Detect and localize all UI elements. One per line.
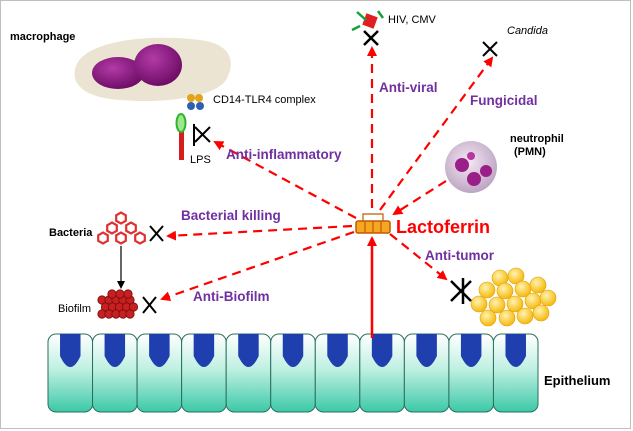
biofilm-block-icon [142, 296, 157, 314]
epithelium-cell [403, 333, 450, 413]
arrow-anti-biofilm [160, 230, 355, 302]
arrow-anti-inflammatory [213, 141, 357, 219]
lactoferrin-icon [355, 213, 391, 234]
arrow-fungicidal [379, 56, 494, 211]
nucleus [460, 334, 482, 367]
arrow-neutrophil [392, 180, 447, 216]
neutrophil-pmn-label: (PMN) [514, 146, 546, 158]
virus-icon [351, 10, 385, 32]
hiv-cmv-label: HIV, CMV [388, 14, 436, 26]
epithelium-cell [92, 333, 138, 413]
arrow-anti-tumor [389, 233, 448, 281]
anti-viral-label: Anti-viral [379, 80, 438, 95]
nucleus [416, 334, 437, 367]
lps-icon [175, 113, 187, 160]
epithelium-cell [359, 333, 405, 413]
bacterium [106, 221, 118, 235]
nucleus [371, 334, 393, 367]
biofilm-icon [97, 289, 139, 319]
tumor-cell [488, 296, 506, 314]
tumor-cell [507, 267, 525, 285]
virus-block-icon [363, 30, 379, 46]
epithelium-cell [492, 333, 539, 413]
cd14-tlr4-label: CD14-TLR4 complex [213, 94, 316, 106]
tumor-cell [498, 309, 516, 327]
tumor-cell [539, 289, 557, 307]
tumor-cell [470, 295, 488, 313]
tumor-cell [506, 295, 524, 313]
macrophage-icon [74, 37, 231, 102]
tumor-cell [496, 282, 514, 300]
nucleus [149, 334, 170, 367]
epithelium-cell [314, 333, 361, 413]
anti-biofilm-label: Anti-Biofilm [193, 289, 270, 304]
tumor-cell [478, 281, 496, 299]
biofilm-bacterium [123, 289, 133, 299]
bacteria-label: Bacteria [49, 227, 93, 239]
cd14-tlr4-complex-icon [187, 94, 204, 110]
epithelium-cell [448, 333, 494, 413]
bacterium [97, 231, 109, 245]
neutrophil-icon [445, 141, 497, 193]
bacterial-killing-label: Bacterial killing [181, 208, 281, 223]
biofilm-bacterium [107, 289, 117, 299]
nucleus [238, 334, 259, 367]
epithelium-cell [136, 333, 183, 413]
nucleus [60, 334, 81, 367]
lps-block-icon [193, 124, 211, 146]
nucleus [282, 334, 304, 367]
lps-label: LPS [190, 154, 211, 166]
candida-label: Candida [507, 25, 548, 37]
nucleus [104, 334, 126, 367]
epithelium-layer [47, 333, 539, 413]
epithelium-cell [270, 333, 316, 413]
bacterium [115, 211, 127, 225]
anti-tumor-label: Anti-tumor [425, 248, 494, 263]
arrow-bacterial-killing [166, 224, 353, 241]
epithelium-label: Epithelium [544, 373, 611, 388]
biofilm-bacterium [115, 289, 125, 299]
macrophage-label: macrophage [10, 31, 76, 43]
bacterium [115, 231, 127, 245]
epithelium-cell [47, 333, 94, 413]
nucleus [193, 334, 215, 367]
biofilm-bacterium [125, 309, 135, 319]
tumor-cells-icon [470, 267, 557, 327]
nucleus [327, 334, 348, 367]
bacteria-icon [97, 211, 146, 245]
epithelium-cell [225, 333, 272, 413]
biofilm-label: Biofilm [58, 303, 92, 315]
neutrophil-label: neutrophil [510, 133, 564, 145]
bacterium [134, 231, 146, 245]
fungicidal-label: Fungicidal [470, 93, 538, 108]
bacterium [125, 221, 137, 235]
tumor-cell [479, 309, 497, 327]
tumor-block-icon [450, 278, 472, 304]
candida-block-icon [482, 41, 498, 57]
epithelium-cell [181, 333, 227, 413]
anti-inflammatory-label: Anti-inflammatory [226, 147, 342, 162]
nucleus [505, 334, 526, 367]
tumor-cell [532, 304, 550, 322]
tumor-cell [516, 307, 534, 325]
lactoferrin-label: Lactoferrin [396, 217, 491, 237]
tumor-cell [529, 276, 547, 294]
bacteria-block-icon [149, 225, 164, 242]
